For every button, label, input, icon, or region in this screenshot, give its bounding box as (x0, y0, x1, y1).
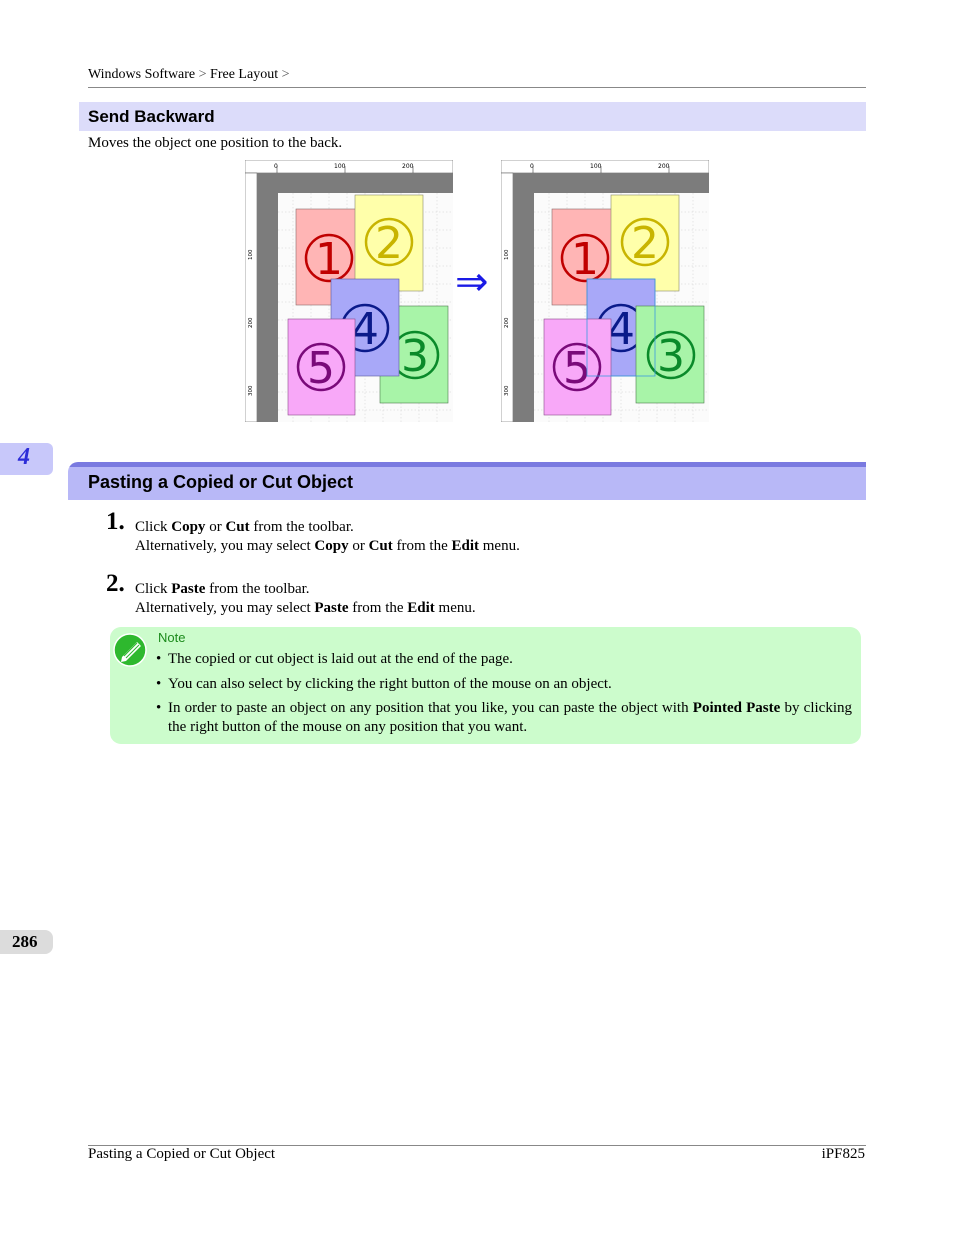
footer-section-title: Pasting a Copied or Cut Object (88, 1146, 276, 1162)
step-line: Click Copy or Cut from the toolbar. (135, 519, 354, 535)
ruler-label: 100 (590, 163, 602, 170)
ruler-label: 300 (504, 385, 510, 396)
ruler-label: 0 (274, 163, 278, 170)
object-3[interactable]: 3 (635, 305, 705, 404)
step-text: Click Paste from the toolbar. Alternativ… (135, 580, 476, 618)
chapter-number: 4 (18, 444, 30, 470)
object-label: 1 (315, 234, 343, 285)
object-2[interactable]: 2 (610, 194, 680, 292)
object-label: 5 (563, 343, 591, 394)
chapter-tab[interactable] (0, 443, 53, 475)
section-heading-bar (79, 102, 866, 131)
note-label: Note (158, 630, 186, 645)
pencil-note-icon (113, 633, 147, 667)
figure-after-send-backward: 0 100 200 100 200 300 1 2 4 3 5 (501, 160, 709, 422)
object-label: 5 (307, 343, 335, 394)
ruler-label: 100 (248, 249, 254, 260)
object-label: 3 (401, 331, 429, 382)
note-item: In order to paste an object on any posit… (168, 700, 853, 735)
note-item: You can also select by clicking the righ… (168, 676, 612, 692)
breadcrumb-separator: > (281, 67, 290, 82)
object-label: 4 (607, 304, 635, 355)
breadcrumb-item[interactable]: Free Layout (210, 67, 279, 82)
object-label: 2 (375, 218, 403, 269)
section-title-pasting: Pasting a Copied or Cut Object (88, 472, 354, 492)
footer-model: iPF825 (821, 1146, 865, 1162)
bullet: • (156, 651, 162, 667)
object-label: 2 (631, 218, 659, 269)
note-box (110, 627, 861, 744)
object-label: 4 (351, 304, 379, 355)
breadcrumb-separator: > (198, 67, 207, 82)
ruler-label: 100 (334, 163, 346, 170)
section-description: Moves the object one position to the bac… (88, 135, 343, 151)
page-number-tab (0, 930, 53, 954)
note-item: The copied or cut object is laid out at … (168, 651, 513, 667)
step-number: 2. (106, 570, 125, 597)
step-line: Click Paste from the toolbar. (135, 581, 310, 597)
section-heading-bar (68, 462, 866, 500)
bullet: • (156, 700, 162, 716)
ruler-label: 300 (248, 385, 254, 396)
selection-outline (586, 278, 656, 377)
object-label: 1 (571, 234, 599, 285)
ruler-label: 200 (248, 317, 254, 328)
page-number: 286 (12, 932, 38, 951)
footer-divider (88, 1145, 866, 1146)
ruler-label: 200 (402, 163, 414, 170)
object-label: 3 (657, 331, 685, 382)
step-line: Alternatively, you may select Paste from… (135, 600, 476, 616)
step-number: 1. (106, 508, 125, 535)
breadcrumb-item[interactable]: Windows Software (88, 67, 196, 82)
ruler-label: 200 (658, 163, 670, 170)
step-text: Click Copy or Cut from the toolbar. Alte… (135, 518, 520, 556)
figure-before-send-backward: 0 100 200 100 200 300 1 2 3 4 (245, 160, 453, 422)
bullet: • (156, 676, 162, 692)
header-divider (88, 87, 866, 88)
object-5[interactable]: 5 (287, 318, 356, 416)
ruler-label: 0 (530, 163, 534, 170)
object-5[interactable]: 5 (543, 318, 612, 416)
ruler-label: 100 (504, 249, 510, 260)
breadcrumb: Windows Software > Free Layout > (88, 67, 289, 83)
object-2[interactable]: 2 (354, 194, 424, 292)
step-line: Alternatively, you may select Copy or Cu… (135, 538, 520, 554)
ruler-label: 200 (504, 317, 510, 328)
arrow-right-icon: ⇒ (455, 259, 489, 305)
section-title-send-backward: Send Backward (88, 107, 215, 126)
